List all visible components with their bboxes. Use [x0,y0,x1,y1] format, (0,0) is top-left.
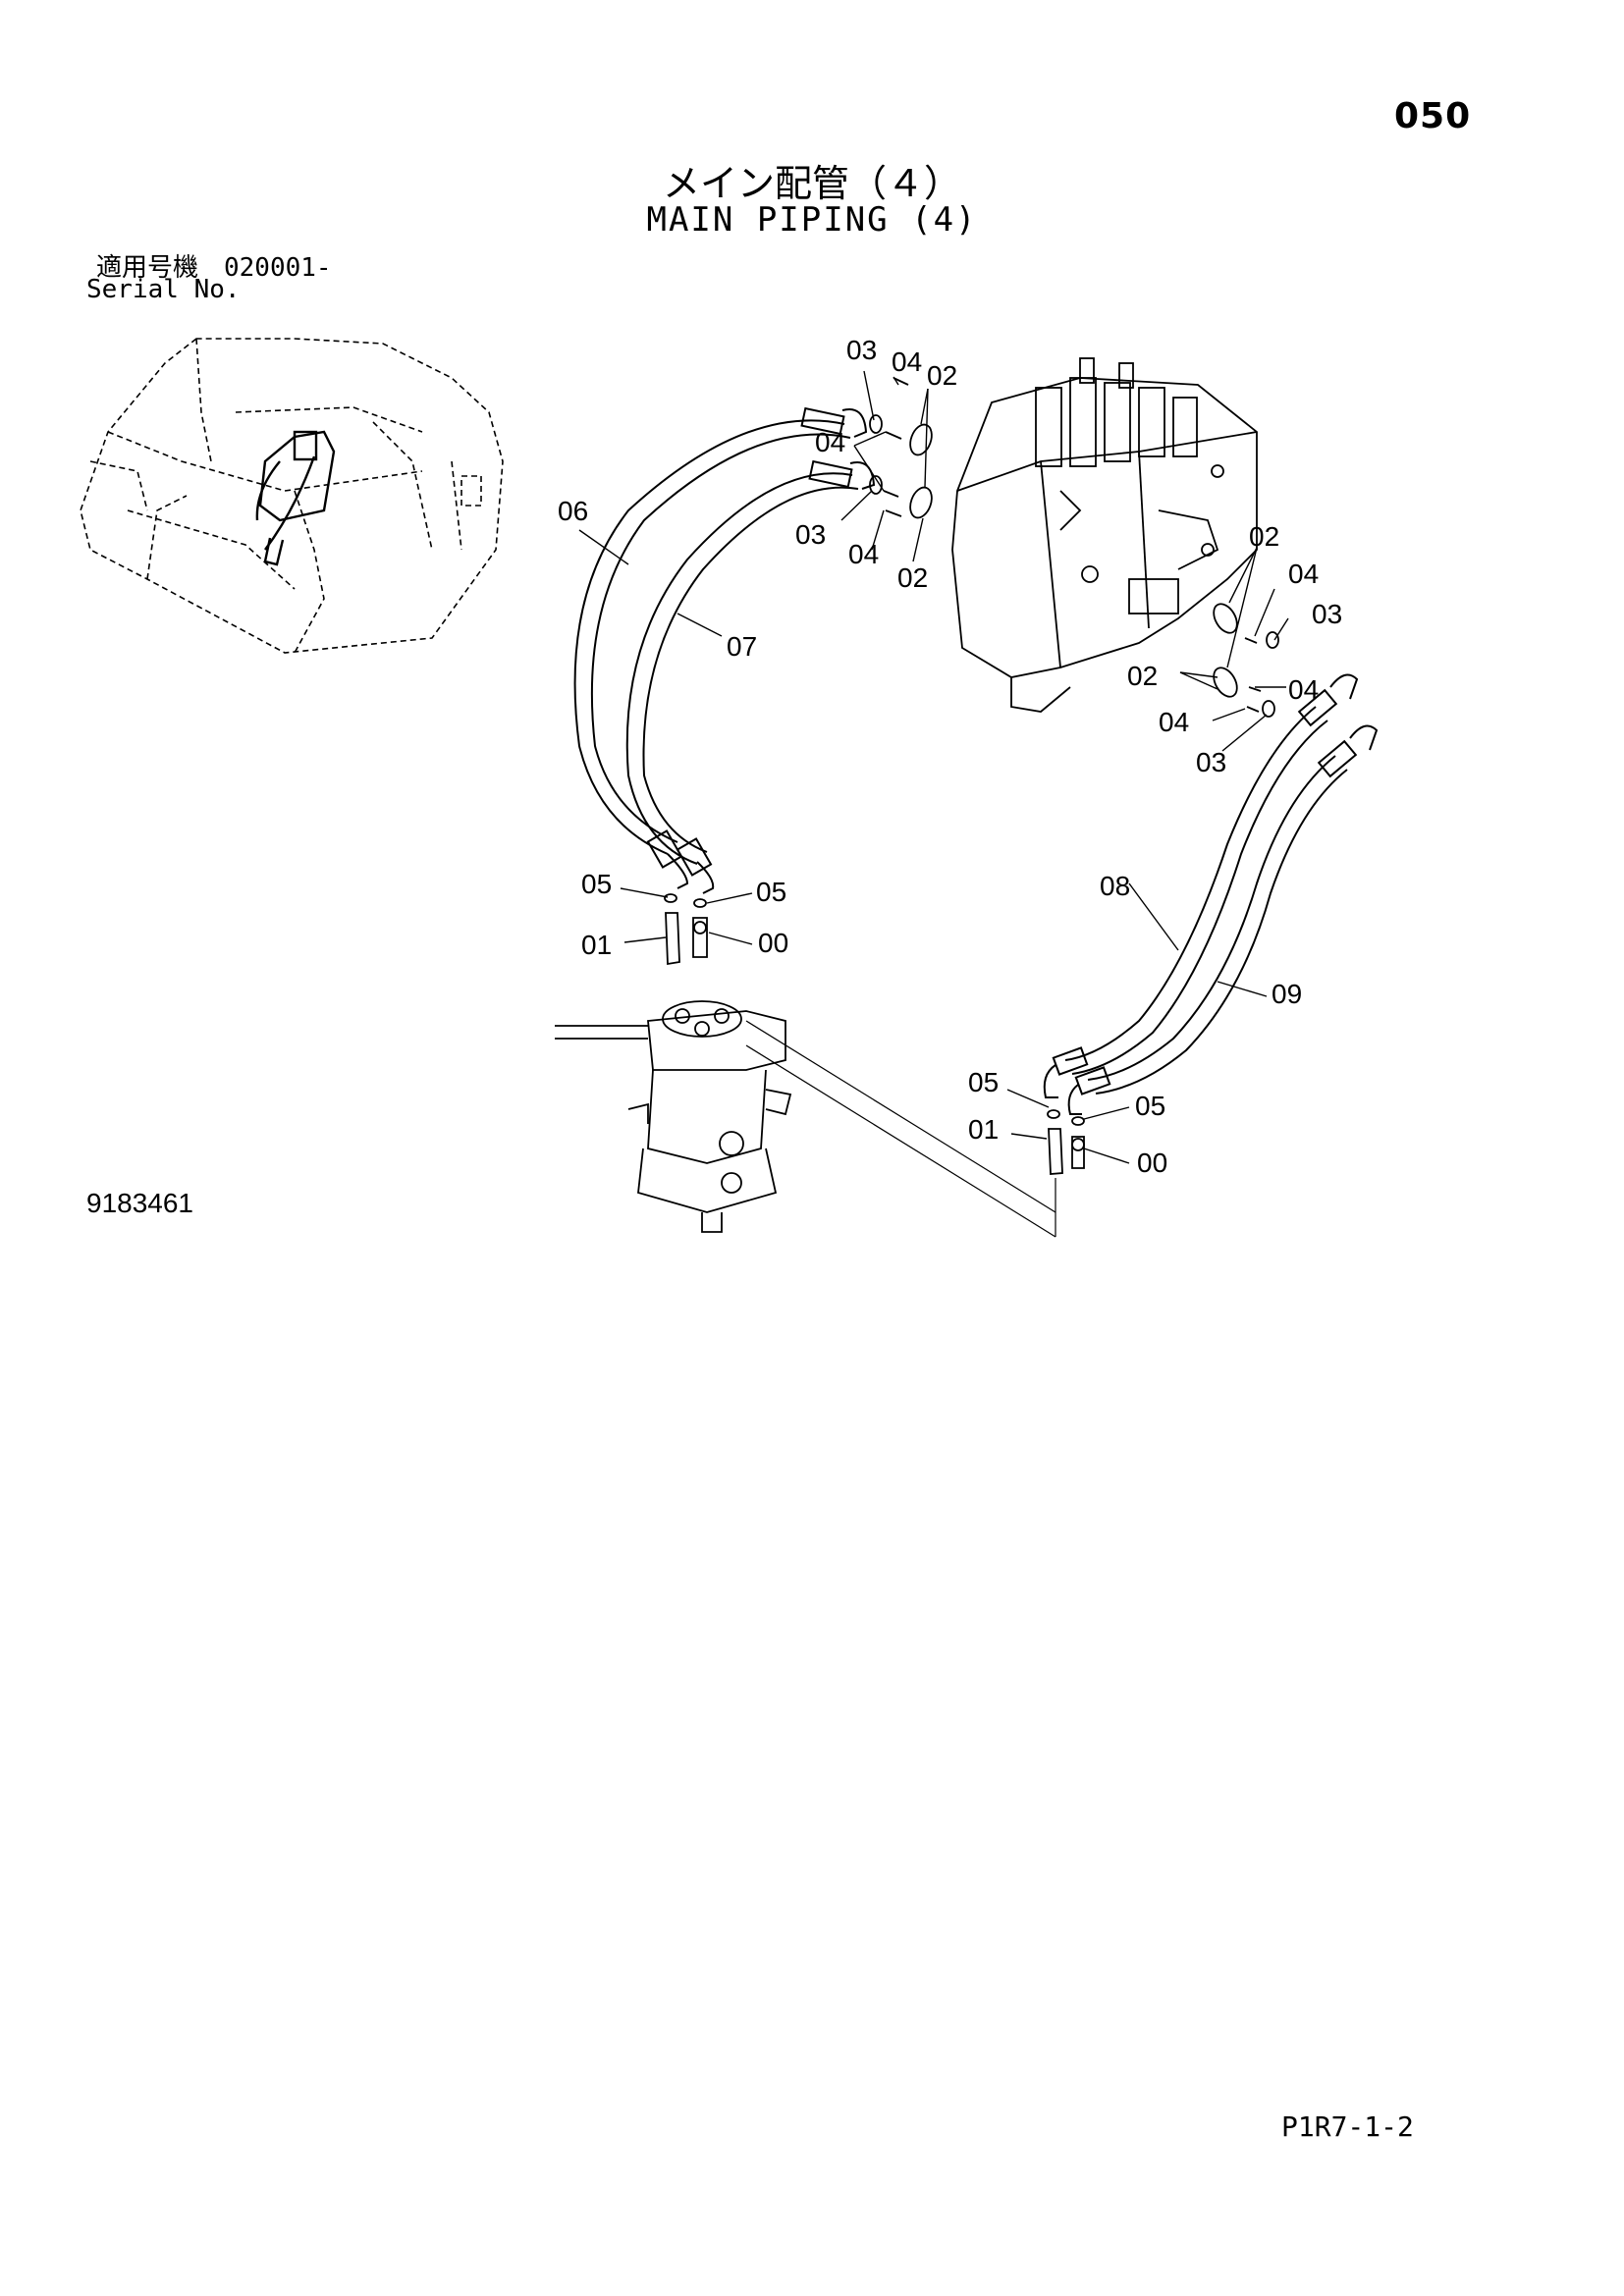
callout-labels: 03 04 02 04 03 04 02 06 07 02 04 03 02 0… [558,335,1342,1178]
callout-08: 08 [1100,871,1130,901]
hose-08 [1064,706,1328,1075]
callout-04: 04 [815,427,845,457]
hose-07 [625,472,859,865]
excavator-locator-thumbnail [80,338,504,654]
callout-04: 04 [1288,674,1319,705]
hose-fittings-lower [1043,673,1379,1115]
callout-01: 01 [968,1114,999,1145]
hose-09 [1087,755,1348,1095]
callout-05: 05 [581,869,612,899]
callout-01: 01 [581,930,612,960]
callout-03: 03 [846,335,877,365]
callout-04: 04 [1159,707,1189,737]
callout-09: 09 [1272,979,1302,1009]
highlighted-swing-joint-thumbnail [255,430,336,566]
small-parts [664,377,1279,1175]
pipe-route-guidelines [745,1020,1056,1238]
footer-code: P1R7-1-2 [1281,2110,1414,2143]
callout-04: 04 [848,539,879,569]
callout-03: 03 [1196,747,1226,777]
callout-05: 05 [756,877,786,907]
callout-03: 03 [1312,599,1342,629]
leader-lines [578,370,1289,1164]
callout-02: 02 [897,562,928,593]
callout-06: 06 [558,496,588,526]
hose-06 [573,419,851,855]
illustration-number: 9183461 [86,1188,194,1218]
hose-fittings-upper [646,406,876,894]
callout-00: 00 [758,928,788,958]
page-number: 050 [1394,96,1472,136]
callout-07: 07 [727,631,757,662]
page-title-english: MAIN PIPING (4) [646,200,978,240]
callout-02: 02 [927,360,957,391]
callout-05: 05 [968,1067,999,1097]
callout-03: 03 [795,519,826,550]
callout-02: 02 [1249,521,1279,552]
callout-02: 02 [1127,661,1158,691]
callout-04: 04 [892,347,922,377]
serial-label-english: Serial No. [86,275,241,304]
page-title-japanese: メイン配管（４） [662,162,961,205]
swivel-joint-drawing [555,1000,792,1233]
callout-04: 04 [1288,559,1319,589]
serial-label-japanese: 適用号機 020001- [96,253,332,283]
callout-00: 00 [1137,1148,1167,1178]
control-valve-drawing [951,357,1258,713]
callout-05: 05 [1135,1091,1165,1121]
